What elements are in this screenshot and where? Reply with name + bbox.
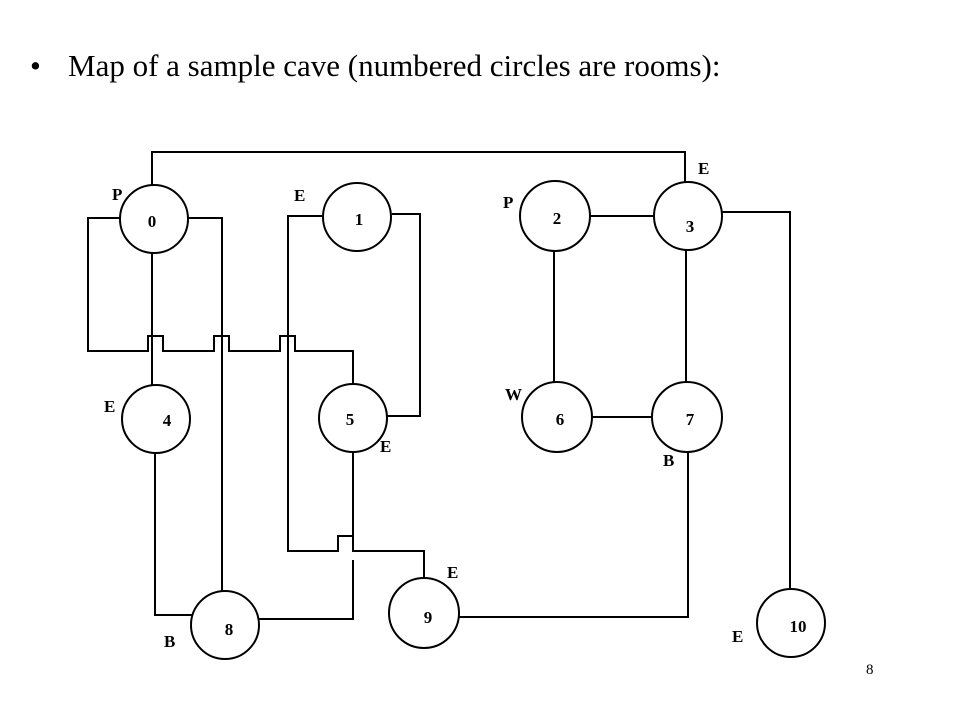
room-9-circle: [388, 577, 460, 649]
title-text: Map of a sample cave (numbered circles a…: [68, 48, 721, 83]
bullet-marker: •: [30, 48, 41, 83]
room-10-number: 10: [790, 617, 807, 636]
room-10-circle: [756, 588, 826, 658]
room-2-circle: [519, 180, 591, 252]
room-0-marker: P: [112, 185, 122, 204]
room-8-circle: [190, 590, 260, 660]
passage-3-10: [721, 211, 791, 590]
passage-0-8: [186, 217, 223, 596]
room-6-number: 6: [556, 410, 565, 429]
room-3-marker: E: [698, 159, 709, 178]
room-0-circle: [119, 184, 189, 254]
room-9-number: 9: [424, 608, 433, 627]
passage-0-loop-left: [87, 217, 354, 384]
room-2-number: 2: [553, 209, 562, 228]
room-10-marker: E: [732, 627, 743, 646]
room-3-number: 3: [686, 217, 695, 236]
passage-1-5: [387, 213, 421, 417]
room-7-circle: [651, 381, 723, 453]
room-7-number: 7: [686, 410, 695, 429]
room-2-marker: P: [503, 193, 513, 212]
room-0-number: 0: [148, 212, 157, 231]
room-1-circle: [322, 182, 392, 252]
room-9-marker: E: [447, 563, 458, 582]
slide-page-number: 8: [866, 662, 874, 678]
room-7-marker: B: [663, 451, 674, 470]
room-number-labels: 0 1 2 3 4 5 6 7 8 9 10: [148, 209, 807, 639]
room-1-number: 1: [355, 210, 364, 229]
room-8-number: 8: [225, 620, 234, 639]
cave-rooms: [119, 180, 826, 660]
room-6-circle: [521, 381, 593, 453]
passage-4-8: [154, 453, 192, 616]
passage-7-9: [458, 452, 689, 618]
room-marker-labels: P E P E E E W B B E E: [104, 159, 743, 651]
room-5-circle: [318, 383, 388, 453]
room-5-number: 5: [346, 410, 355, 429]
cave-passages: [87, 151, 791, 620]
passage-0-3: [151, 151, 686, 186]
room-8-marker: B: [164, 632, 175, 651]
passage-5-8: [256, 452, 354, 620]
room-4-marker: E: [104, 397, 115, 416]
passage-1-9: [287, 215, 425, 578]
room-4-circle: [121, 384, 191, 454]
slide-title: • Map of a sample cave (numbered circles …: [30, 46, 720, 86]
room-3-circle: [653, 181, 723, 251]
room-6-marker: W: [505, 385, 522, 404]
room-5-marker: E: [380, 437, 391, 456]
room-4-number: 4: [163, 411, 172, 430]
room-1-marker: E: [294, 186, 305, 205]
